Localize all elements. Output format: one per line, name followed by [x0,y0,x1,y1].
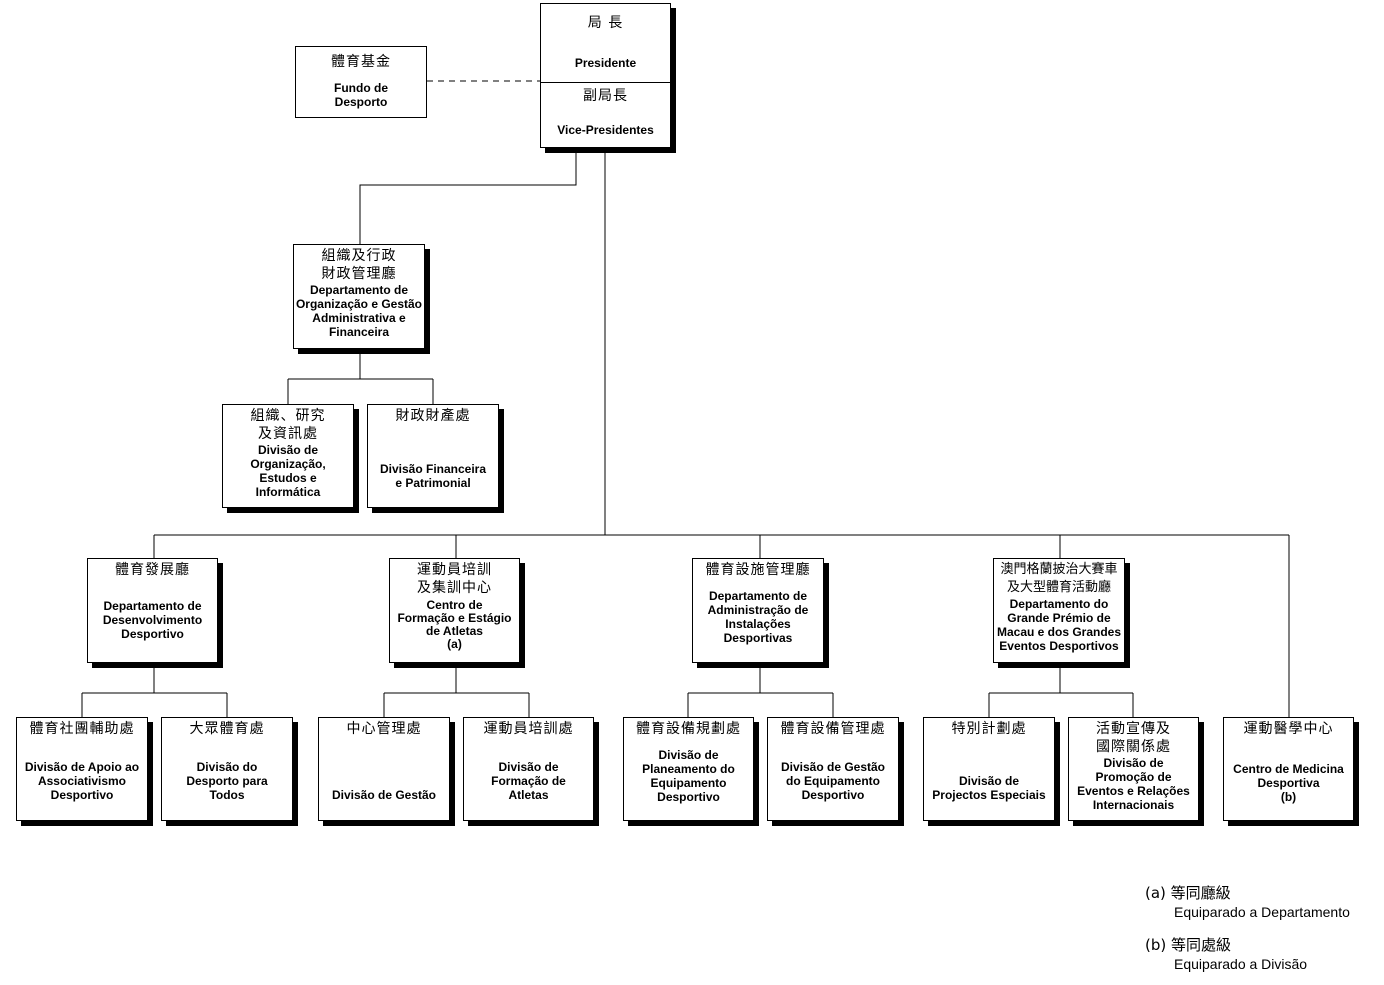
dept-adm-box: 體育設施管理廳 Departamento de Administração de… [692,558,824,663]
div-org-zh: 組織、研究 及資訊處 [250,408,326,442]
div-apoio-zh: 體育社團輔助處 [29,721,135,737]
fund-zh: 體育基金 [331,54,391,70]
dept-dev-pt: Departamento de Desenvolvimento Desporti… [102,599,203,641]
legend: (a) 等同廳級 Equiparado a Departamento (b) 等… [1145,883,1350,985]
president-section: 局 長 Presidente [541,4,670,83]
dept-gp-pt: Departamento do Grande Prémio de Macau e… [996,597,1122,653]
legend-item-b: (b) 等同處級 Equiparado a Divisão [1145,935,1350,973]
dept-org-box: 組織及行政 財政管理廳 Departamento de Organização … [293,244,425,349]
div-proj-zh: 特別計劃處 [951,721,1027,737]
vice-president-pt: Vice-Presidentes [557,123,654,137]
div-gest-eq-pt: Divisão de Gestão do Equipamento Desport… [780,760,886,802]
div-proj-box: 特別計劃處 Divisão de Projectos Especiais [923,717,1055,821]
dept-adm-pt: Departamento de Administração de Instala… [707,589,809,645]
div-prom-pt: Divisão de Promoção de Eventos e Relaçõe… [1077,756,1190,812]
dept-org-zh: 組織及行政 財政管理廳 [321,248,397,282]
fund-box: 體育基金 Fundo de Desporto [295,46,427,118]
centro-form-zh: 運動員培訓 及集訓中心 [417,562,492,596]
dept-org-pt: Departamento de Organização e Gestão Adm… [295,283,423,339]
connector-line [359,148,577,244]
vice-president-zh: 副局長 [583,88,628,104]
dept-adm-zh: 體育設施管理廳 [705,562,811,578]
vice-president-section: 副局長 Vice-Presidentes [541,83,670,137]
div-gestao-zh: 中心管理處 [346,721,422,737]
president-pt: Presidente [574,56,637,70]
div-gest-eq-box: 體育設備管理處 Divisão de Gestão do Equipamento… [767,717,899,821]
centro-med-pt: Centro de Medicina Desportiva (b) [1233,762,1344,804]
legend-b-pt: Equiparado a Divisão [1174,956,1308,972]
div-apoio-box: 體育社團輔助處 Divisão de Apoio ao Associativis… [16,717,148,821]
div-todos-box: 大眾體育處 Divisão do Desporto para Todos [161,717,293,821]
div-org-box: 組織、研究 及資訊處 Divisão de Organização, Estud… [222,404,354,508]
legend-a-pt: Equiparado a Departamento [1174,904,1350,920]
div-fin-pt: Divisão Financeira e Patrimonial [379,462,487,490]
div-org-pt: Divisão de Organização, Estudos e Inform… [250,443,326,499]
div-prom-zh: 活動宣傳及 國際關係處 [1096,721,1171,755]
dept-gp-zh: 澳門格蘭披治大賽車 及大型體育活動廳 [1000,562,1118,595]
div-gest-eq-zh: 體育設備管理處 [780,721,886,737]
div-plan-box: 體育設備規劃處 Divisão de Planeamento do Equipa… [623,717,754,821]
div-gestao-pt: Divisão de Gestão [331,788,437,802]
legend-item-a: (a) 等同廳級 Equiparado a Departamento [1145,883,1350,921]
div-todos-zh: 大眾體育處 [189,721,265,737]
div-prom-box: 活動宣傳及 國際關係處 Divisão de Promoção de Event… [1068,717,1199,821]
dept-dev-box: 體育發展廳 Departamento de Desenvolvimento De… [87,558,218,663]
centro-med-zh: 運動醫學中心 [1243,721,1334,737]
div-plan-pt: Divisão de Planeamento do Equipamento De… [642,748,735,804]
div-proj-pt: Divisão de Projectos Especiais [932,774,1046,802]
div-todos-pt: Divisão do Desporto para Todos [186,760,268,802]
div-form-pt: Divisão de Formação de Atletas [491,760,566,802]
legend-b-zh: (b) 等同處級 [1145,936,1231,954]
div-gestao-box: 中心管理處 Divisão de Gestão [318,717,450,821]
div-form-zh: 運動員培訓處 [483,721,574,737]
centro-form-box: 運動員培訓 及集訓中心 Centro de Formação e Estágio… [389,558,520,663]
president-zh: 局 長 [587,15,624,31]
div-form-box: 運動員培訓處 Divisão de Formação de Atletas [463,717,594,821]
div-apoio-pt: Divisão de Apoio ao Associativismo Despo… [24,760,140,802]
president-box: 局 長 Presidente 副局長 Vice-Presidentes [540,3,671,148]
centro-med-box: 運動醫學中心 Centro de Medicina Desportiva (b) [1223,717,1354,821]
div-fin-zh: 財政財產處 [395,408,471,424]
div-fin-box: 財政財產處 Divisão Financeira e Patrimonial [367,404,499,508]
fund-pt: Fundo de Desporto [334,81,388,109]
dept-dev-zh: 體育發展廳 [115,562,190,578]
legend-a-zh: (a) 等同廳級 [1145,884,1231,902]
centro-form-pt: Centro de Formação e Estágio de Atletas … [397,598,512,651]
dept-gp-box: 澳門格蘭披治大賽車 及大型體育活動廳 Departamento do Grand… [993,558,1125,663]
div-plan-zh: 體育設備規劃處 [636,721,741,737]
